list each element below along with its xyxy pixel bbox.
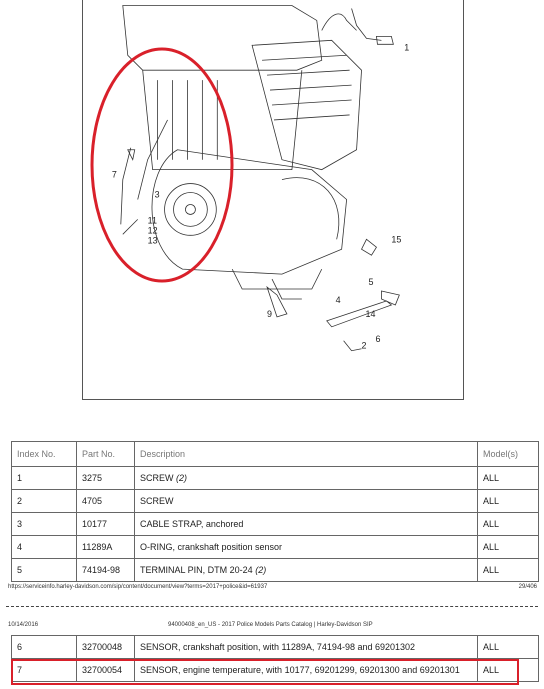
callout-14: 14 — [366, 309, 376, 319]
cell-index: 5 — [11, 558, 77, 582]
cell-description: TERMINAL PIN, DTM 20-24 (2) — [134, 558, 478, 582]
callout-13: 13 — [148, 235, 158, 245]
cell-part-number: 3275 — [76, 466, 135, 490]
catalog-title: 94000408_en_US - 2017 Police Models Part… — [168, 622, 373, 628]
cell-models: ALL — [477, 658, 539, 682]
callout-9: 9 — [267, 309, 272, 319]
page-number: 29/406 — [518, 584, 537, 590]
header-models: Model(s) — [477, 441, 539, 467]
cell-description: CABLE STRAP, anchored — [134, 512, 478, 536]
callout-3: 3 — [155, 190, 160, 200]
cell-part-number: 32700048 — [76, 635, 135, 659]
print-date: 10/14/2016 — [8, 622, 39, 628]
cell-index: 3 — [11, 512, 77, 536]
cell-index: 1 — [11, 466, 77, 490]
page-break-divider — [6, 606, 538, 607]
cell-description: SCREW — [134, 489, 478, 513]
cell-index: 4 — [11, 535, 77, 559]
header-index: Index No. — [11, 441, 77, 467]
cell-index: 2 — [11, 489, 77, 513]
cell-part-number: 10177 — [76, 512, 135, 536]
cell-description: SENSOR, crankshaft position, with 11289A… — [134, 635, 478, 659]
cell-models: ALL — [477, 512, 539, 536]
cell-part-number: 74194-98 — [76, 558, 135, 582]
quantity-note: (2) — [255, 565, 267, 575]
engine-parts-diagram: 1 2 3 4 5 6 7 9 11 12 13 14 15 — [82, 0, 464, 400]
cell-part-number: 4705 — [76, 489, 135, 513]
parts-table: Index No. Part No. Description Model(s) … — [11, 441, 539, 582]
callout-6: 6 — [375, 334, 380, 344]
cell-models: ALL — [477, 535, 539, 559]
engine-illustration: 1 2 3 4 5 6 7 9 11 12 13 14 15 — [112, 5, 409, 352]
cell-description: SCREW (2) — [134, 466, 478, 490]
callout-5: 5 — [368, 277, 373, 287]
callout-2: 2 — [362, 341, 367, 351]
callout-1: 1 — [404, 42, 409, 52]
cell-description: SENSOR, engine temperature, with 10177, … — [134, 658, 478, 682]
callout-12: 12 — [148, 225, 158, 235]
highlight-row-box — [11, 659, 519, 685]
table-header-row: Index No. Part No. Description Model(s) — [11, 441, 539, 467]
cell-models: ALL — [477, 558, 539, 582]
cell-part-number: 11289A — [76, 535, 135, 559]
header-part: Part No. — [76, 441, 135, 467]
cell-models: ALL — [477, 466, 539, 490]
cell-index: 6 — [11, 635, 77, 659]
header-description: Description — [134, 441, 478, 467]
callout-11: 11 — [148, 215, 157, 225]
quantity-note: (2) — [176, 473, 188, 483]
cell-description: O-RING, crankshaft position sensor — [134, 535, 478, 559]
callout-4: 4 — [336, 295, 341, 305]
cell-models: ALL — [477, 489, 539, 513]
footer-url: https://serviceinfo.harley-davidson.com/… — [8, 584, 268, 590]
highlight-oval — [90, 47, 234, 283]
callout-15: 15 — [391, 234, 401, 244]
cell-models: ALL — [477, 635, 539, 659]
callout-7: 7 — [112, 170, 117, 180]
